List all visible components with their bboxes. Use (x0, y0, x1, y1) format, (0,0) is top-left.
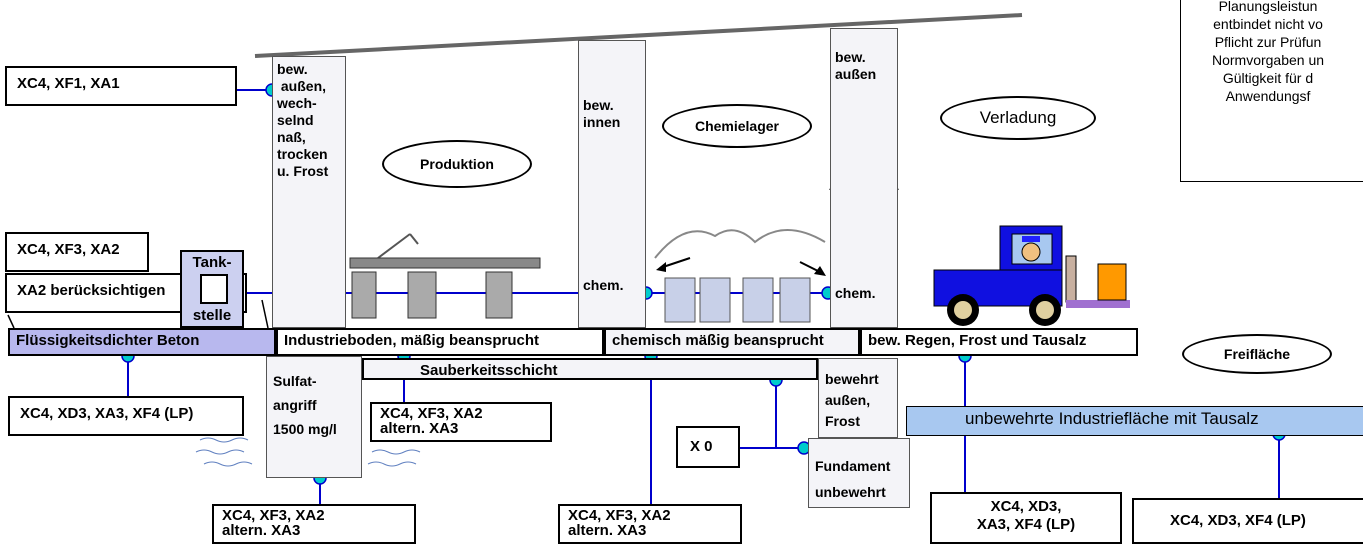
slab-fluessigkeitsdicht: Flüssigkeitsdichter Beton (8, 328, 276, 356)
note-line: Normvorgaben un (1211, 52, 1325, 68)
water-symbol (195, 437, 421, 467)
tank-icon (200, 274, 228, 304)
label-bottom-5: XC4, XD3, XA3, XF4 (LP) (930, 492, 1122, 544)
foundation-bewehrt-label: bewehrt außen, Frost (825, 371, 879, 429)
oval-chemielager: Chemielager (662, 104, 812, 148)
wall-left-label: bew. außen, wech- selnd naß, trocken u. … (277, 61, 329, 179)
label-bottom-4: XC4, XF3, XA2 altern. XA3 (558, 504, 742, 544)
label-bottom-3-line1: XC4, XF3, XA2 (222, 507, 325, 524)
column-inner-label: bew. innen (583, 97, 621, 130)
column-right-chem-label: chem. (835, 285, 876, 301)
label-xc4-xf3-xa2: XC4, XF3, XA2 (5, 232, 149, 272)
label-bottom-4-line2: altern. XA3 (568, 522, 647, 539)
slab-unbewehrt: unbewehrte Industriefläche mit Tausalz (906, 406, 1363, 436)
label-bottom-5-line2: XA3, XF4 (LP) (976, 516, 1076, 533)
note-line: Gültigkeit für d (1222, 70, 1314, 86)
slab-regen-frost: bew. Regen, Frost und Tausalz (860, 328, 1138, 356)
oval-produktion: Produktion (382, 140, 532, 188)
label-bottom-3: XC4, XF3, XA2 altern. XA3 (212, 504, 416, 544)
foundation-sulfat: Sulfat- angriff 1500 mg/l (266, 356, 362, 478)
slab-sauberkeitsschicht: Sauberkeitsschicht (362, 358, 818, 380)
foundation-bewehrt: bewehrt außen, Frost (818, 358, 898, 438)
label-bottom-6: XC4, XD3, XF4 (LP) (1132, 498, 1363, 544)
note-line: Planungsleistun (1218, 0, 1318, 14)
forklift-drawing (933, 225, 1130, 326)
label-bottom-2: XC4, XF3, XA2 altern. XA3 (370, 402, 552, 442)
tank-label-top: Tank- (192, 254, 232, 271)
oval-verladung: Verladung (940, 96, 1096, 140)
foundation-sulfat-label: Sulfat- angriff 1500 mg/l (273, 373, 337, 437)
slab-chemisch: chemisch mäßig beansprucht (604, 328, 860, 356)
tank-station: Tank- stelle (180, 250, 244, 328)
machine-drawing (349, 233, 541, 319)
label-x0: X 0 (676, 426, 740, 468)
label-xc4-xf1-xa1: XC4, XF1, XA1 (5, 66, 237, 106)
column-right-label: bew. außen (835, 49, 877, 82)
oval-freiflaeche: Freifläche (1182, 334, 1332, 374)
label-bottom-4-line1: XC4, XF3, XA2 (568, 507, 671, 524)
label-bottom-2-line1: XC4, XF3, XA2 (380, 405, 483, 422)
chemical-storage-drawing (654, 229, 826, 323)
roof-line (254, 13, 1023, 58)
tank-label-bottom: stelle (192, 307, 232, 324)
wall-left: bew. außen, wech- selnd naß, trocken u. … (272, 56, 346, 328)
label-bottom-1: XC4, XD3, XA3, XF4 (LP) (8, 396, 244, 436)
column-right: bew. außen chem. (830, 28, 898, 328)
label-bottom-3-line2: altern. XA3 (222, 522, 301, 539)
foundation-unbewehrt-label: Fundament unbewehrt (815, 458, 891, 500)
column-inner-chem-label: chem. (583, 277, 624, 293)
label-bottom-5-line1: XC4, XD3, (990, 498, 1062, 515)
note-line: entbindet nicht vo (1213, 16, 1323, 32)
note-line: Pflicht zur Prüfun (1214, 34, 1322, 50)
note-line: Anwendungsf (1225, 88, 1311, 104)
column-inner: bew. innen chem. (578, 40, 646, 328)
slab-industrieboden: Industrieboden, mäßig beansprucht (276, 328, 604, 356)
label-bottom-2-line2: altern. XA3 (380, 420, 459, 437)
foundation-unbewehrt: Fundament unbewehrt (808, 438, 910, 508)
note-box: Planungsleistun entbindet nicht vo Pflic… (1180, 0, 1363, 182)
